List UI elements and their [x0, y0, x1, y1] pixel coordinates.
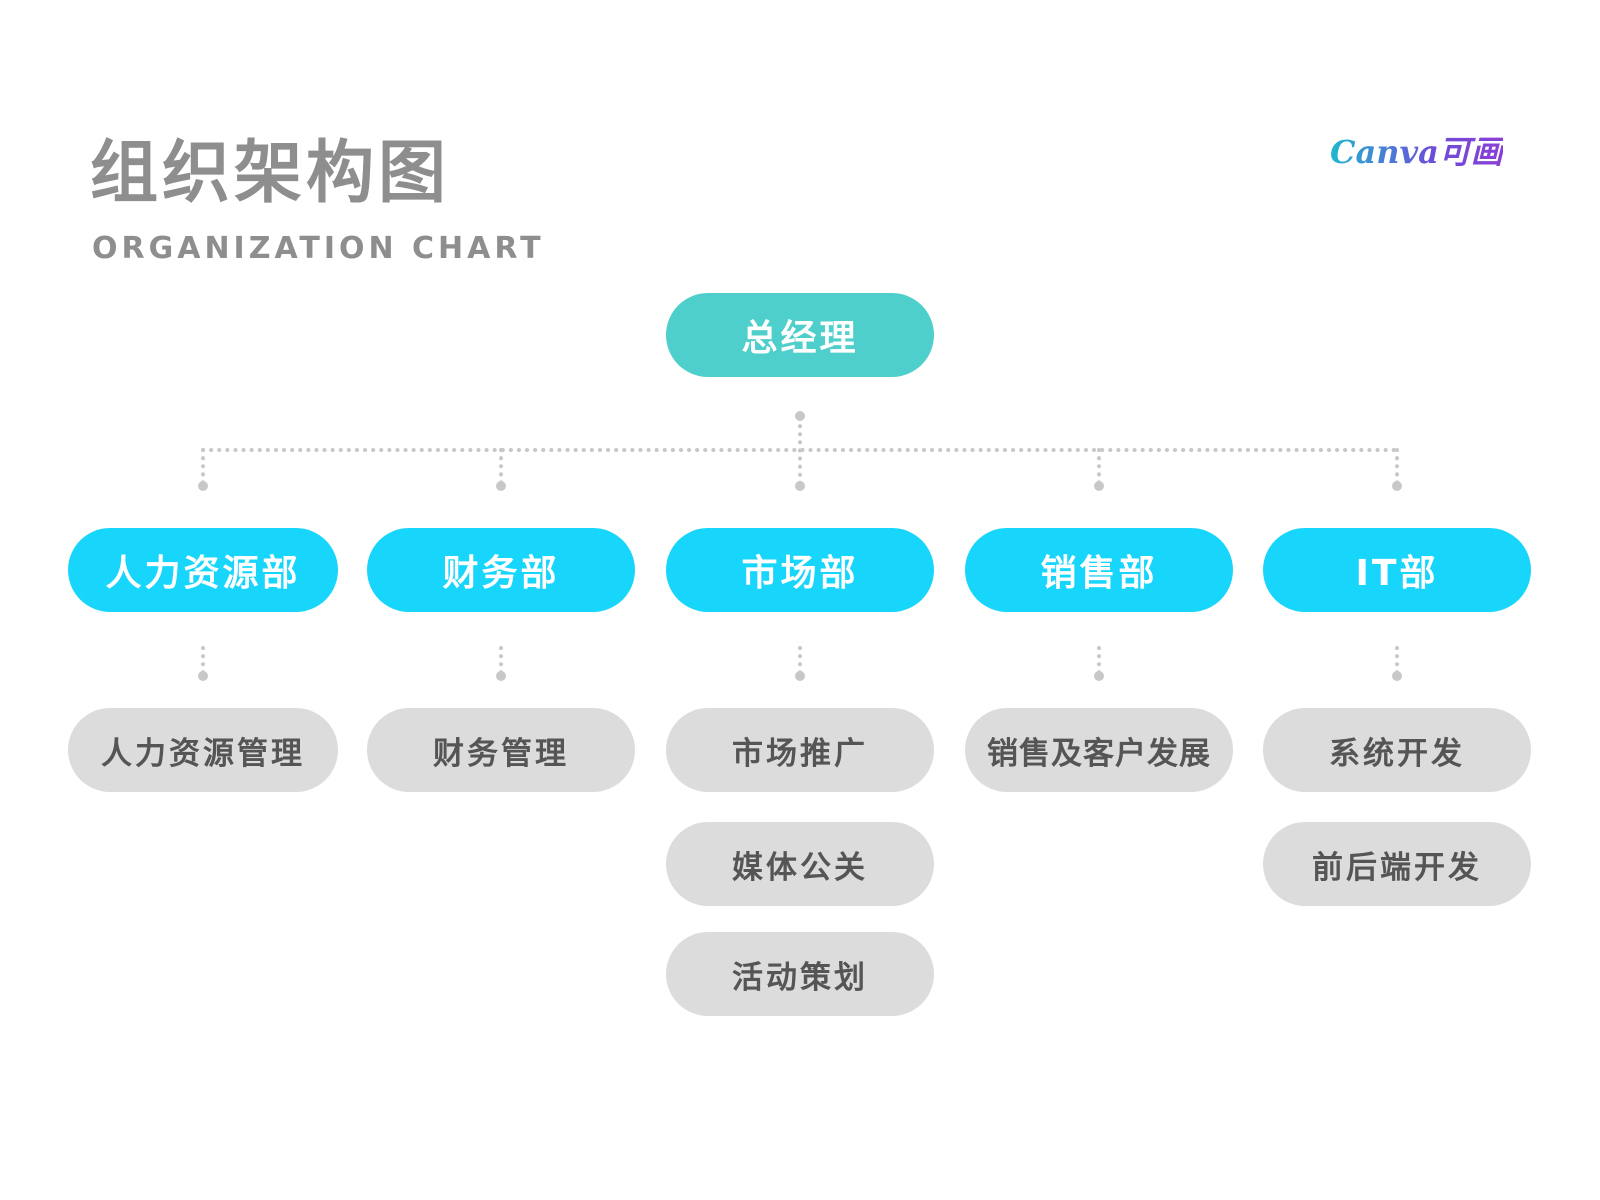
org-node-sub-market-promotion: 市场推广: [666, 708, 934, 792]
page-title: 组织架构图: [90, 134, 451, 213]
org-node-sub-sales-customer-dev: 销售及客户发展: [965, 708, 1233, 792]
connector-dot: [198, 671, 208, 681]
org-node-dept-hr: 人力资源部: [68, 528, 338, 612]
org-node-dept-it: IT部: [1263, 528, 1531, 612]
org-node-sub-hr-management: 人力资源管理: [68, 708, 338, 792]
connector-dot: [795, 481, 805, 491]
org-node-dept-marketing: 市场部: [666, 528, 934, 612]
connector-dot: [1094, 671, 1104, 681]
org-node-sub-finance-management: 财务管理: [367, 708, 635, 792]
org-node-root: 总经理: [666, 293, 934, 377]
connector-dot: [496, 481, 506, 491]
page-subtitle: ORGANIZATION CHART: [92, 231, 545, 266]
org-node-sub-frontend-backend-dev: 前后端开发: [1263, 822, 1531, 906]
org-node-sub-event-planning: 活动策划: [666, 932, 934, 1016]
connector-dot: [1094, 481, 1104, 491]
connector-dot: [496, 671, 506, 681]
org-node-sub-system-dev: 系统开发: [1263, 708, 1531, 792]
connector-dot: [1392, 671, 1402, 681]
org-node-dept-sales: 销售部: [965, 528, 1233, 612]
connector-dot: [795, 671, 805, 681]
org-node-dept-finance: 财务部: [367, 528, 635, 612]
org-node-sub-media-pr: 媒体公关: [666, 822, 934, 906]
canva-logo: Canva可画: [1330, 133, 1503, 171]
connector-dot: [1392, 481, 1402, 491]
connector-dot: [198, 481, 208, 491]
connector-dot: [795, 411, 805, 421]
